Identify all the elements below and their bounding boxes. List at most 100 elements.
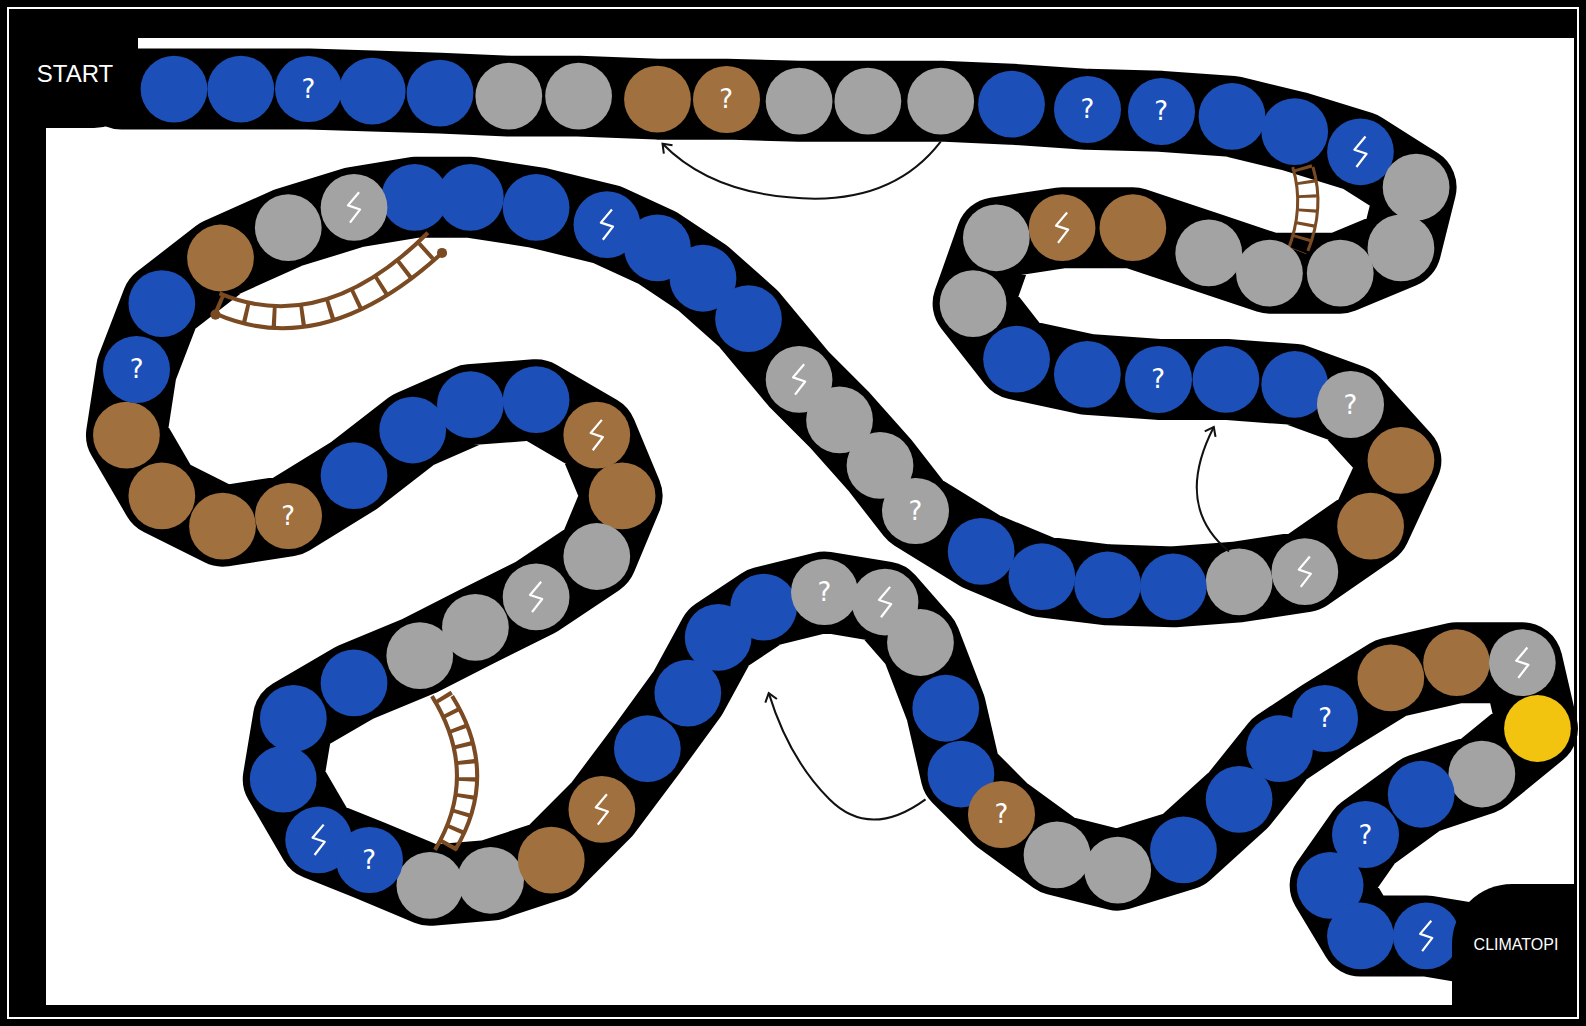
board-space	[1054, 341, 1121, 408]
lightning-symbol	[1420, 921, 1432, 951]
start-field-label: START	[37, 60, 113, 88]
board-space	[1357, 645, 1424, 712]
question-space: ?	[968, 781, 1035, 848]
board-space	[1423, 629, 1490, 696]
question-mark: ?	[1151, 364, 1165, 394]
board-space	[503, 366, 570, 433]
lightning-symbol	[348, 192, 360, 222]
board-space	[1074, 551, 1141, 618]
board-space	[475, 63, 542, 130]
board-space	[568, 776, 635, 843]
question-space: ?	[255, 483, 322, 550]
board-space	[1193, 346, 1260, 413]
question-mark: ?	[281, 501, 295, 531]
board-space	[407, 60, 474, 127]
board-space	[503, 564, 570, 631]
question-space: ?	[791, 559, 858, 626]
lightning-symbol	[1516, 648, 1528, 678]
board-space	[321, 174, 388, 241]
board-space	[141, 56, 208, 123]
board-space	[1271, 538, 1338, 605]
question-mark: ?	[719, 84, 733, 114]
track-layer	[121, 89, 1537, 946]
shortcut-arrow	[1197, 427, 1229, 551]
board-space	[978, 71, 1045, 138]
question-mark: ?	[362, 845, 376, 875]
question-space: ?	[1125, 346, 1192, 413]
board-space	[1008, 543, 1075, 610]
lightning-symbol	[793, 364, 805, 394]
outer-frame	[8, 8, 1578, 1018]
finish-field-label: CLIMATOPI	[1474, 936, 1559, 954]
space-layer	[93, 56, 1571, 970]
lightning-symbol	[879, 587, 891, 617]
question-mark: ?	[1343, 390, 1357, 420]
board-space	[1504, 695, 1571, 762]
board-space	[1448, 741, 1515, 808]
board-space	[518, 827, 585, 894]
board-space	[1388, 761, 1455, 828]
board-space	[386, 622, 453, 689]
board-space	[1327, 118, 1394, 185]
board-space	[1307, 240, 1374, 307]
finish-field: CLIMATOPI	[1452, 884, 1574, 1005]
lightning-symbol	[596, 794, 608, 824]
question-space: ?	[882, 478, 949, 545]
board-space	[574, 191, 641, 258]
board-space	[1140, 553, 1207, 620]
board-space	[1368, 427, 1435, 494]
question-space: ?	[1128, 78, 1195, 145]
board-space	[963, 204, 1030, 271]
question-space: ?	[336, 827, 403, 894]
board-space	[1327, 903, 1394, 970]
board-space	[1100, 194, 1167, 261]
question-space: ?	[1332, 801, 1399, 868]
board-space	[912, 675, 979, 742]
board-space	[1337, 493, 1404, 560]
board-space	[1368, 215, 1435, 282]
shortcut-arrow	[663, 142, 941, 199]
ladder-bridge	[432, 696, 477, 850]
question-mark: ?	[130, 354, 144, 384]
board-space	[321, 650, 388, 717]
board-space	[545, 63, 612, 130]
question-mark: ?	[817, 577, 831, 607]
board-space	[614, 715, 681, 782]
board-space	[948, 518, 1015, 585]
board-space	[128, 462, 195, 529]
lightning-symbol	[591, 420, 603, 450]
question-mark: ?	[1080, 94, 1094, 124]
board-space	[321, 442, 388, 509]
lightning-symbol	[313, 825, 325, 855]
board-space	[381, 164, 448, 231]
question-mark: ?	[994, 799, 1008, 829]
question-mark: ?	[302, 74, 316, 104]
lightning-symbol	[1056, 212, 1068, 242]
board-space	[563, 402, 630, 469]
board-space	[940, 270, 1007, 337]
board-space	[730, 574, 797, 641]
board-space	[1236, 240, 1303, 307]
board-space	[397, 852, 464, 919]
board-space	[766, 346, 833, 413]
ladder-bridge	[1288, 167, 1318, 251]
lightning-symbol	[601, 209, 613, 239]
board-space	[1199, 83, 1266, 150]
board-space	[1150, 817, 1217, 884]
board-ground	[46, 38, 1574, 1005]
question-space: ?	[1054, 76, 1121, 143]
question-mark: ?	[908, 496, 922, 526]
board-space	[189, 493, 256, 560]
board-space	[624, 66, 691, 133]
board-space	[503, 174, 570, 241]
question-space: ?	[693, 66, 760, 133]
board-space	[437, 371, 504, 438]
board-space	[1084, 837, 1151, 904]
board-space	[1383, 154, 1450, 221]
board-space	[589, 462, 656, 529]
board-space	[457, 847, 524, 914]
board-track	[121, 89, 1537, 946]
board-space	[1393, 903, 1460, 970]
question-space: ?	[275, 56, 342, 123]
